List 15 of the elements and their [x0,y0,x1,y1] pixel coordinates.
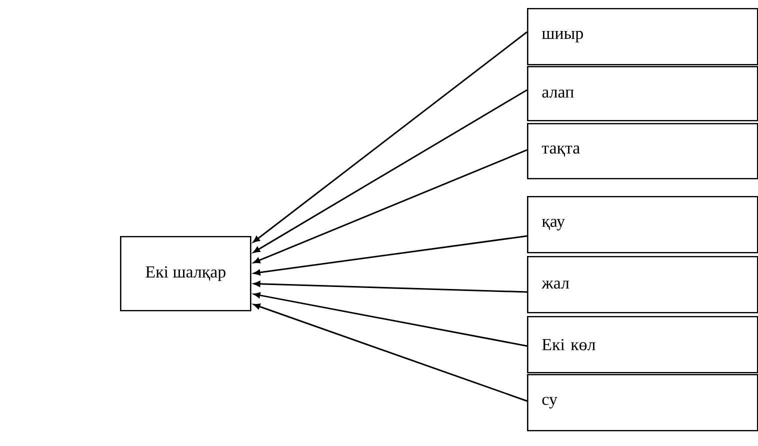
text-box: Екі шалқар [120,236,252,312]
arrow [253,304,528,402]
text-box: тақта [527,123,758,180]
arrow [253,89,528,253]
arrow [252,31,528,243]
text-box: алап [527,66,758,122]
arrow [253,149,528,264]
arrow [254,280,528,293]
text-box: су [527,374,758,432]
arrow [254,235,528,276]
text-box: қау [527,196,758,254]
text-box: жал [527,256,758,314]
text-box: Екі көл [527,316,758,374]
arrow [254,292,528,347]
text-box: шиыр [527,8,758,66]
